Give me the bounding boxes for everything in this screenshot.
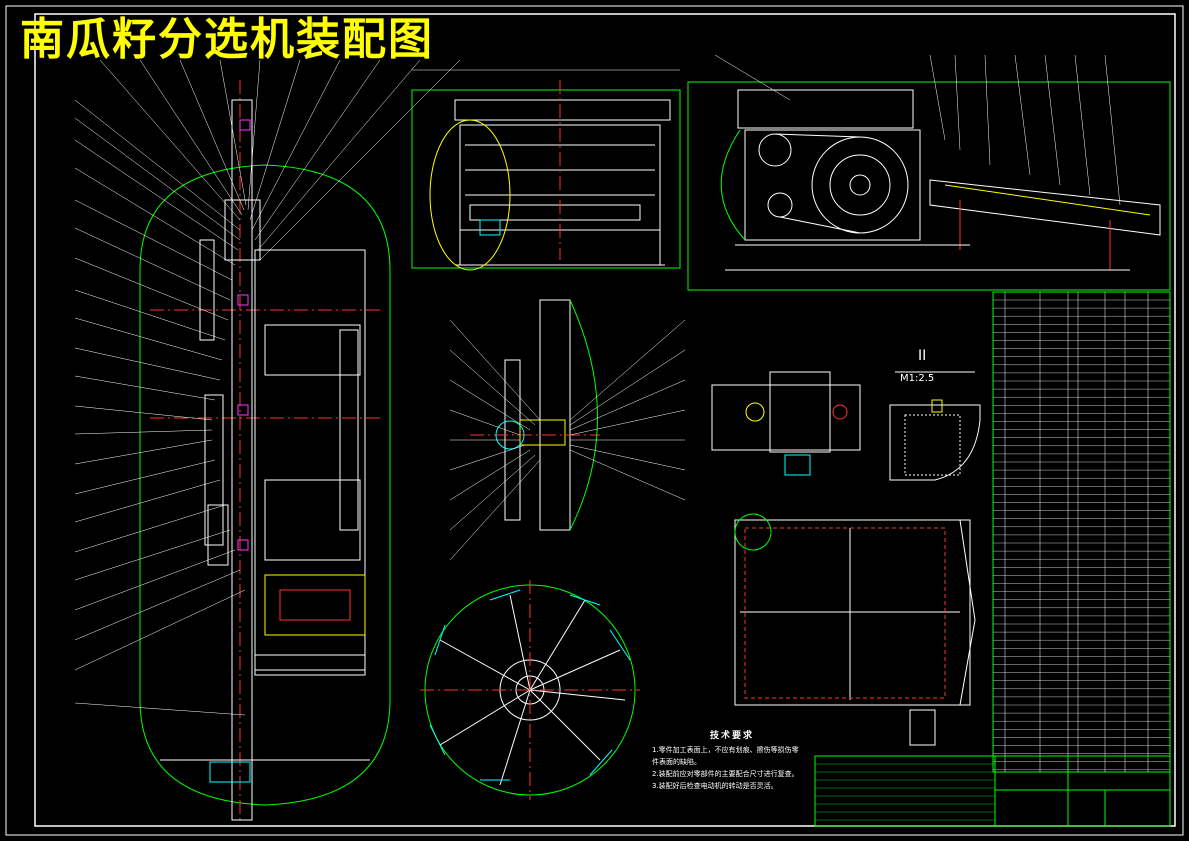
title-block-rows [815,763,995,821]
detail-ii-scale: M1:2.5 [900,373,935,384]
parts-list-table [992,291,1171,773]
technical-requirements: 技术要求 1.零件加工表面上，不应有划痕、擦伤等损伤零 件表面的缺陷。 2.装配… [652,730,812,792]
view-i [711,371,861,476]
drawing-frame [5,5,1184,836]
technical-requirement-item: 件表面的缺陷。 [652,758,701,766]
technical-requirement-item: 2.装配前应对零部件的主要配合尺寸进行复查。 [652,770,799,778]
main-section-view [74,59,461,821]
sieve-box-view [734,513,976,746]
parts-list-rows [993,299,1170,770]
section-b-view [449,299,686,561]
technical-requirement-item: 1.零件加工表面上，不应有划痕、擦伤等损伤零 [652,746,799,754]
sieve-disc-view [420,580,640,800]
detail-ii-view [889,371,981,481]
front-view [411,69,681,271]
technical-requirement-item: 3.装配好后检查电动机的转动是否灵活。 [652,782,778,790]
side-view [687,54,1171,291]
drawing-title: 南瓜籽分选机装配图 [20,14,434,65]
technical-requirements-title: 技术要求 [709,731,754,741]
title-block [814,755,1171,827]
detail-ii-label: II [918,348,927,364]
